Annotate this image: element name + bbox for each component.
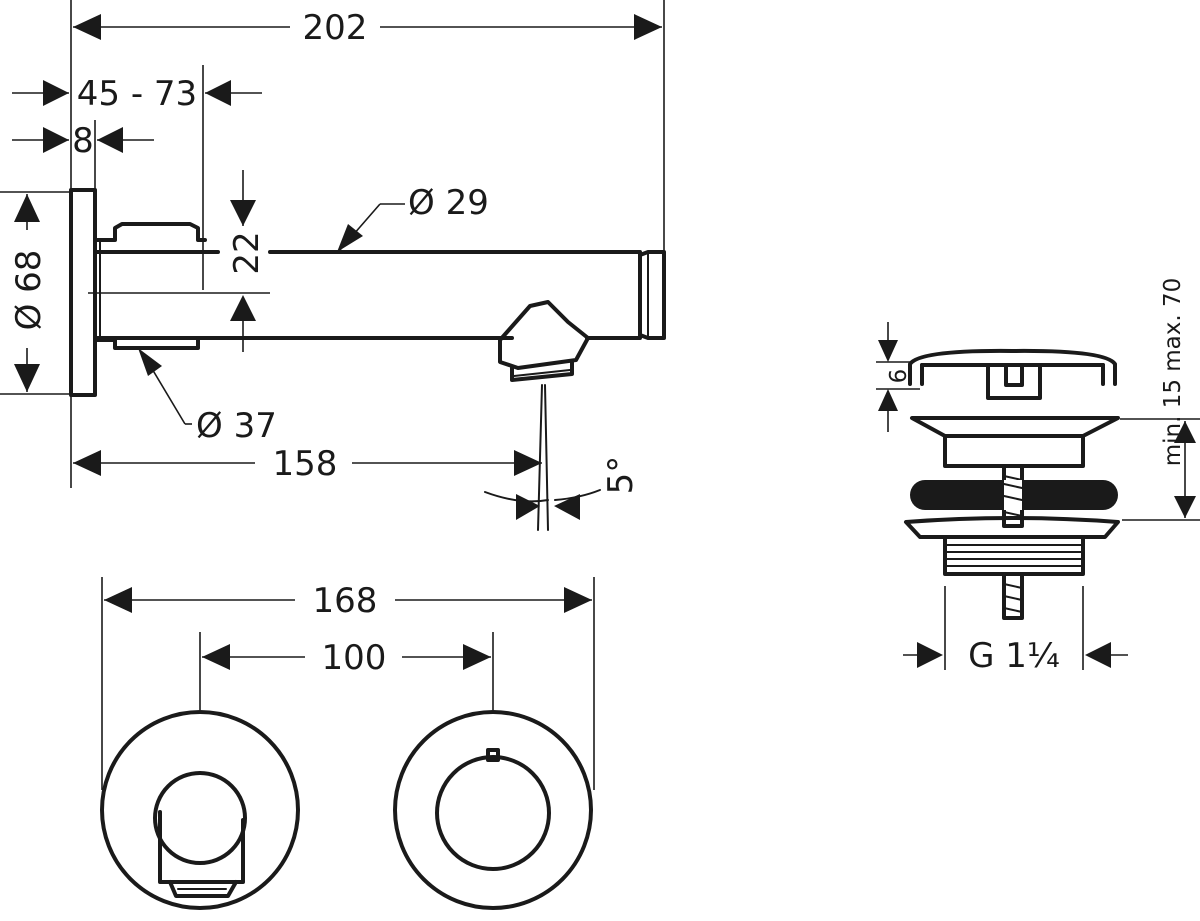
dim-diameter-68: Ø 68: [0, 191, 69, 395]
drain-cap-stem: [986, 363, 1042, 400]
spout-rosette: [100, 710, 300, 910]
spout-tube: [95, 250, 642, 340]
spout-front-aerator: [168, 880, 238, 898]
aerator: [510, 360, 574, 382]
spout-front-body: [158, 810, 245, 884]
flow-line-vertical: [544, 384, 549, 531]
spout-base-collar-bottom: [93, 338, 200, 350]
drain-valve: [904, 348, 1120, 620]
drain-upper-flange: [910, 416, 1120, 438]
dim-168: 168: [101, 577, 595, 790]
dim-22: 22: [88, 170, 270, 352]
dim-center-distance-label: 100: [322, 638, 387, 678]
drain-cap-legs: [920, 363, 1105, 386]
dim-8: 8: [12, 120, 154, 240]
dim-202: 202: [70, 0, 665, 252]
dim-angle-label: 5°: [601, 456, 641, 495]
drain-threaded-body: [943, 535, 1085, 576]
drain-cap: [908, 348, 1117, 386]
spout-base-collar: [93, 222, 207, 242]
dim-plate-diameter-label: Ø 68: [9, 250, 49, 331]
dim-45-73: 45 - 73: [12, 65, 262, 290]
dim-spout-diameter-label: Ø 29: [408, 183, 489, 223]
drain-upper-body: [943, 434, 1085, 468]
drain-lower-flange: [904, 516, 1120, 539]
flow-line-angled: [537, 384, 543, 531]
dim-adjust-range: min. 15 max. 70: [1120, 278, 1200, 521]
dim-thread-label: G 1¼: [968, 636, 1060, 676]
spout-front-circle: [153, 771, 247, 865]
handle-rosette: [393, 710, 593, 910]
dim-thread: G 1¼: [903, 586, 1128, 676]
dim-overall-width-label: 168: [313, 581, 378, 621]
dim-158: 158: [70, 395, 542, 488]
dim-plate-thickness-label: 8: [72, 121, 94, 161]
dim-height-label: 22: [227, 231, 267, 274]
dim-diameter-37: Ø 37: [138, 348, 277, 446]
dim-100: 100: [199, 632, 494, 710]
front-view: [100, 710, 593, 910]
dim-cap-height-label: 6: [886, 369, 912, 384]
spout-side-view: [69, 188, 666, 531]
dim-total-length-label: 202: [303, 8, 368, 48]
handle-knob: [435, 755, 551, 871]
dim-angle: 5°: [516, 456, 641, 520]
drain-cap-slot: [1004, 363, 1024, 387]
dim-outlet-distance-label: 158: [273, 444, 338, 484]
dim-base-diameter-label: Ø 37: [196, 406, 277, 446]
dim-6: 6: [876, 322, 920, 432]
handle-indicator: [486, 748, 500, 762]
spout-end-cap: [638, 250, 666, 340]
dim-diameter-29: Ø 29: [337, 183, 489, 252]
dim-projection-range-label: 45 - 73: [77, 74, 197, 114]
aerator-line: [513, 369, 571, 377]
dim-adjust-range-label: min. 15 max. 70: [1160, 278, 1186, 467]
spout-outlet: [498, 300, 590, 370]
